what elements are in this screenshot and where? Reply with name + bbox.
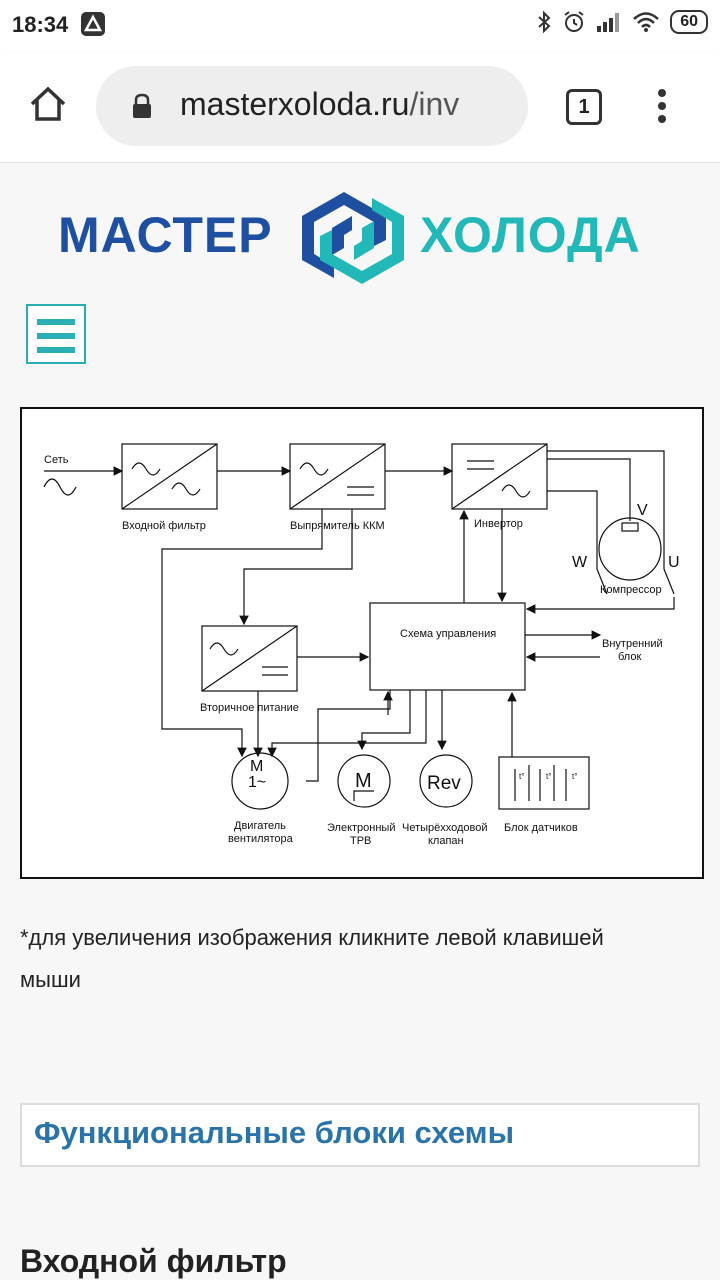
inverter-block-diagram[interactable]: Сеть Входной фильтр Выпрямитель ККМ Инве…	[20, 407, 704, 879]
label-indoor-unit-1: Внутренний	[602, 638, 663, 650]
logo-mark-icon	[302, 192, 404, 284]
subheading-input-filter: Входной фильтр	[20, 1243, 287, 1279]
notification-icon	[81, 12, 105, 36]
label-rectifier: Выпрямитель ККМ	[290, 520, 385, 532]
label-compressor: Компрессор	[600, 584, 662, 596]
section-heading-box: Функциональные блоки схемы	[20, 1103, 700, 1167]
url-text: masterxoloda.ru/inv	[180, 86, 459, 123]
label-fan-motor-2: вентилятора	[228, 833, 294, 845]
tab-switcher-button[interactable]: 1	[566, 89, 602, 125]
label-motor-m: M	[250, 758, 263, 775]
label-temp-3: t°	[572, 772, 577, 781]
url-domain: masterxoloda.ru	[180, 86, 410, 122]
home-icon[interactable]	[28, 84, 68, 124]
label-sensors: Блок датчиков	[504, 822, 578, 834]
label-valve-2: клапан	[428, 835, 464, 847]
label-etrv-1: Электронный	[327, 822, 396, 834]
label-motor-1: 1~	[248, 774, 266, 791]
browser-menu-icon[interactable]	[650, 86, 674, 130]
label-inverter: Инвертор	[474, 518, 523, 530]
label-valve-1: Четырёхходовой	[402, 822, 488, 834]
label-input-filter: Входной фильтр	[122, 520, 206, 532]
label-control: Схема управления	[400, 628, 496, 640]
label-etrv-2: ТРВ	[350, 835, 371, 847]
label-temp-2: t°	[546, 772, 551, 781]
label-phase-w: W	[572, 554, 588, 571]
status-bar: 18:34 60	[0, 0, 720, 52]
label-indoor-unit-2: блок	[618, 651, 641, 663]
site-menu-button[interactable]	[26, 304, 86, 364]
label-temp-1: t°	[519, 772, 524, 781]
status-time: 18:34	[12, 12, 69, 37]
label-phase-u: U	[668, 554, 680, 571]
address-bar[interactable]: masterxoloda.ru/inv	[96, 66, 528, 146]
label-etrv-m: M	[355, 770, 372, 792]
alarm-icon	[564, 11, 584, 32]
wifi-icon	[633, 12, 660, 32]
image-hint-text: *для увеличения изображения кликните лев…	[20, 925, 604, 992]
url-path: /inv	[409, 86, 460, 122]
label-fan-motor-1: Двигатель	[234, 820, 286, 832]
label-secondary-power: Вторичное питание	[200, 702, 299, 714]
site-logo[interactable]: МАСТЕР ХОЛОДА	[58, 188, 658, 288]
bluetooth-icon	[538, 10, 551, 34]
logo-word-xoloda: ХОЛОДА	[420, 207, 641, 263]
logo-word-master: МАСТЕР	[58, 207, 273, 263]
label-network: Сеть	[44, 454, 69, 466]
section-title: Функциональные блоки схемы	[34, 1115, 515, 1150]
diagram-svg: Сеть Входной фильтр Выпрямитель ККМ Инве…	[43, 443, 680, 847]
site-header: МАСТЕР ХОЛОДА	[0, 163, 720, 391]
lock-icon	[133, 93, 151, 118]
signal-icon	[597, 13, 620, 32]
label-phase-v: V	[637, 502, 648, 519]
status-icons: 60	[536, 10, 708, 34]
article-content: Сеть Входной фильтр Выпрямитель ККМ Инве…	[0, 391, 720, 1280]
battery-indicator: 60	[670, 10, 708, 34]
browser-toolbar: masterxoloda.ru/inv 1	[0, 52, 720, 163]
label-rev: Rev	[427, 773, 461, 794]
